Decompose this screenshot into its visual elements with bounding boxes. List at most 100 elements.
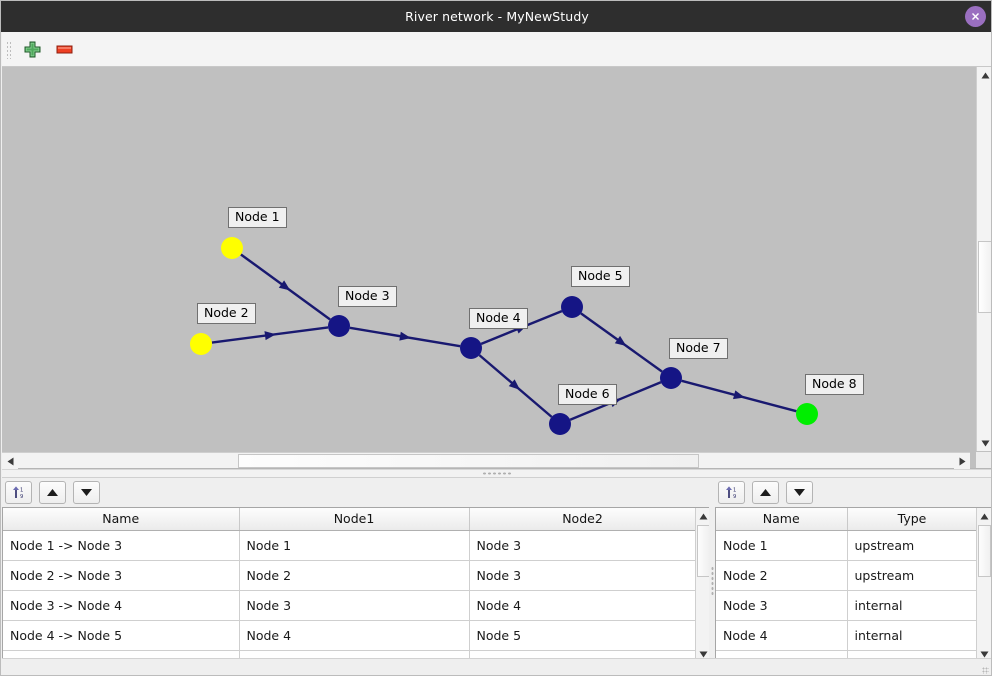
- graph-node-label-node-8[interactable]: Node 8: [805, 374, 864, 395]
- branch-table-cell[interactable]: Node 4 -> Node 5: [3, 620, 240, 651]
- graph-node-label-node-4[interactable]: Node 4: [469, 308, 528, 329]
- branch-table-cell[interactable]: Node 3: [469, 530, 697, 561]
- node-table-cell[interactable]: Node 1: [716, 530, 848, 561]
- branch-table-column-header[interactable]: Node1: [239, 508, 470, 531]
- graph-node-label-node-1[interactable]: Node 1: [228, 207, 287, 228]
- horizontal-splitter[interactable]: [2, 469, 991, 478]
- branch-sort-button[interactable]: 1 9: [5, 480, 32, 504]
- node-move-up-button[interactable]: [752, 480, 779, 504]
- triangle-up-icon: [47, 488, 58, 496]
- minus-icon: [56, 45, 72, 54]
- branch-scroll-up-button[interactable]: [696, 508, 710, 524]
- branch-table-cell[interactable]: Node 2 -> Node 3: [3, 560, 240, 591]
- graph-node-node-4[interactable]: [460, 337, 482, 359]
- graph-node-node-7[interactable]: [660, 367, 682, 389]
- graph-horizontal-scroll-thumb[interactable]: [238, 454, 699, 468]
- scroll-right-button[interactable]: [954, 453, 970, 469]
- node-table-cell[interactable]: internal: [847, 620, 978, 651]
- node-table-cell[interactable]: Node 3: [716, 590, 848, 621]
- toolbar-drag-handle[interactable]: [6, 41, 11, 59]
- branch-table-column-header[interactable]: Name: [3, 508, 240, 531]
- graph-node-label-node-5[interactable]: Node 5: [571, 266, 630, 287]
- network-graph-svg: [190, 237, 818, 435]
- graph-edge-arrow-icon: [399, 331, 411, 341]
- svg-text:9: 9: [20, 494, 23, 500]
- scroll-left-button[interactable]: [2, 453, 18, 469]
- plus-icon: [24, 41, 40, 58]
- close-window-button[interactable]: [965, 6, 986, 27]
- branch-table-cell[interactable]: Node 3: [239, 590, 470, 621]
- scroll-down-button[interactable]: [977, 435, 991, 451]
- branch-table-cell[interactable]: Node 4: [239, 620, 470, 651]
- triangle-up-icon: [980, 513, 989, 519]
- graph-edge-arrow-icon: [733, 390, 745, 400]
- node-table-scrollbar[interactable]: [976, 508, 991, 662]
- graph-node-node-8[interactable]: [796, 403, 818, 425]
- main-toolbar: [2, 32, 991, 67]
- graph-node-node-3[interactable]: [328, 315, 350, 337]
- node-sort-button[interactable]: 1 9: [718, 480, 745, 504]
- graph-horizontal-scrollbar[interactable]: [2, 452, 970, 469]
- window-title: River network - MyNewStudy: [405, 9, 589, 24]
- branch-table-cell[interactable]: Node 1 -> Node 3: [3, 530, 240, 561]
- branch-table-cell[interactable]: Node 4: [469, 590, 697, 621]
- node-table-cell[interactable]: upstream: [847, 560, 978, 591]
- vertical-splitter[interactable]: [709, 503, 716, 658]
- node-scroll-up-button[interactable]: [977, 508, 991, 524]
- node-table-cell[interactable]: Node 4: [716, 620, 848, 651]
- branch-table-cell[interactable]: Node 2: [239, 560, 470, 591]
- triangle-up-icon: [981, 72, 989, 78]
- scroll-up-button[interactable]: [977, 67, 991, 83]
- graph-node-label-node-2[interactable]: Node 2: [197, 303, 256, 324]
- delete-node-button[interactable]: [52, 38, 76, 61]
- node-table-cell[interactable]: upstream: [847, 530, 978, 561]
- branch-table-cell[interactable]: Node 3: [469, 560, 697, 591]
- graph-edge-arrow-icon: [278, 280, 291, 291]
- graph-node-label-node-7[interactable]: Node 7: [669, 338, 728, 359]
- node-table-cell[interactable]: Node 2: [716, 560, 848, 591]
- branch-table-cell[interactable]: Node 1: [239, 530, 470, 561]
- graph-vertical-scrollbar[interactable]: [976, 67, 991, 451]
- graph-edge-arrow-icon: [508, 379, 521, 390]
- triangle-down-icon: [81, 488, 92, 496]
- branch-table-scrollbar[interactable]: [695, 508, 710, 662]
- graph-node-node-2[interactable]: [190, 333, 212, 355]
- branch-table-cell[interactable]: Node 3 -> Node 4: [3, 590, 240, 621]
- add-node-button[interactable]: [20, 38, 44, 61]
- triangle-down-icon: [699, 651, 708, 657]
- branch-table-toolbar: 1 9: [2, 478, 100, 506]
- node-table-column-header[interactable]: Type: [847, 508, 978, 531]
- triangle-up-icon: [760, 488, 771, 496]
- graph-node-label-node-6[interactable]: Node 6: [558, 384, 617, 405]
- branch-table-column-header[interactable]: Node2: [469, 508, 697, 531]
- branch-table-cell[interactable]: Node 5: [469, 620, 697, 651]
- svg-text:9: 9: [733, 494, 736, 500]
- network-graph-canvas[interactable]: Node 1 Node 2 Node 3 Node 4 Node 5 Node 6 Node…: [2, 67, 970, 451]
- graph-vertical-scroll-thumb[interactable]: [978, 241, 991, 313]
- resize-grip-icon: [982, 667, 989, 674]
- graph-node-label-node-3[interactable]: Node 3: [338, 286, 397, 307]
- node-table-column-header[interactable]: Name: [716, 508, 848, 531]
- node-move-down-button[interactable]: [786, 480, 813, 504]
- node-table-cell[interactable]: internal: [847, 590, 978, 621]
- branch-move-up-button[interactable]: [39, 480, 66, 504]
- graph-node-node-6[interactable]: [549, 413, 571, 435]
- node-scroll-thumb[interactable]: [978, 525, 991, 577]
- graph-node-node-5[interactable]: [561, 296, 583, 318]
- graph-node-node-1[interactable]: [221, 237, 243, 259]
- sort-ascending-icon: 1 9: [726, 485, 736, 500]
- svg-text:1: 1: [733, 487, 736, 493]
- branch-move-down-button[interactable]: [73, 480, 100, 504]
